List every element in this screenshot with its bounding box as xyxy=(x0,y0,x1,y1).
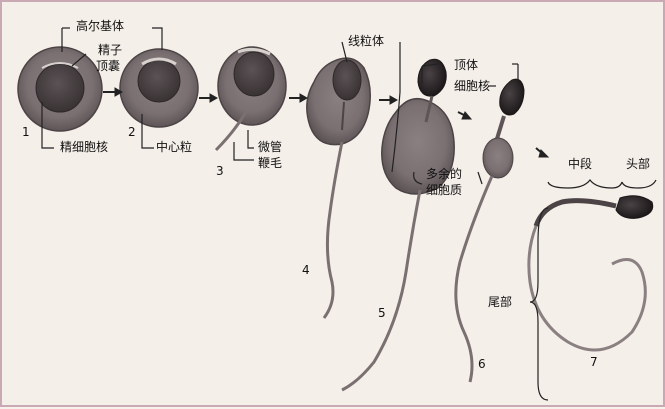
label-acrosome: 顶体 xyxy=(454,59,478,71)
stage-number-4: 4 xyxy=(302,264,310,276)
label-head: 头部 xyxy=(626,158,650,170)
stage-1-cell xyxy=(18,47,102,131)
stage-number-6: 6 xyxy=(478,358,486,370)
stage-3-cell xyxy=(216,47,286,150)
label-acrosome-vesicle-2: 顶囊 xyxy=(96,60,120,72)
label-flagellum: 鞭毛 xyxy=(258,157,282,169)
label-centriole: 中心粒 xyxy=(156,141,192,153)
stage-7-sperm xyxy=(529,196,653,350)
label-tail: 尾部 xyxy=(488,296,512,308)
stage-6-cell xyxy=(456,79,524,382)
label-microtubule: 微管 xyxy=(258,141,282,153)
label-excess-cytoplasm-1: 多余的 xyxy=(426,168,462,180)
label-mitochondria: 线粒体 xyxy=(348,35,384,47)
stage-number-3: 3 xyxy=(216,165,224,177)
label-acrosome-vesicle-1: 精子 xyxy=(98,44,122,56)
label-nucleus: 精细胞核 xyxy=(60,141,108,153)
label-cell-nucleus: 细胞核 xyxy=(454,80,490,92)
stage-number-5: 5 xyxy=(378,307,386,319)
label-excess-cytoplasm-2: 细胞质 xyxy=(426,184,462,196)
stage-number-2: 2 xyxy=(128,126,136,138)
stage-number-1: 1 xyxy=(22,126,30,138)
stage-4-cell xyxy=(307,58,370,318)
stage-2-cell xyxy=(120,49,198,127)
label-midpiece: 中段 xyxy=(568,158,592,170)
stage-number-7: 7 xyxy=(590,356,598,368)
label-golgi: 高尔基体 xyxy=(76,20,124,32)
